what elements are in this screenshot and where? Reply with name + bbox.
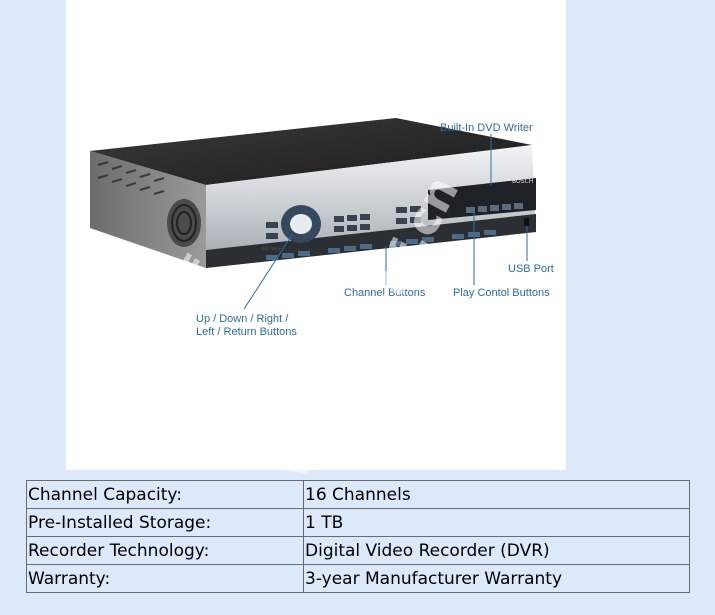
table-row: Warranty: 3-year Manufacturer Warranty	[26, 564, 690, 593]
dvr-top	[90, 118, 532, 185]
callout-usb-port: USB Port	[508, 263, 554, 275]
spec-value: 1 TB	[303, 508, 690, 537]
table-row: Pre-Installed Storage: 1 TB	[26, 508, 690, 537]
spec-label: Warranty:	[26, 564, 304, 593]
fan-grille	[167, 199, 201, 247]
brand-label: BOSCH	[512, 178, 533, 185]
menu-buttons	[266, 206, 421, 239]
specs-table: Channel Capacity: 16 Channels Pre-Instal…	[26, 480, 690, 593]
spec-label: Pre-Installed Storage:	[26, 508, 304, 537]
callout-lines	[243, 134, 528, 310]
callout-nav-line2: Left / Return Buttons	[196, 326, 297, 338]
callout-nav-buttons: Up / Down / Right / Left / Return Button…	[196, 313, 297, 339]
spec-value: Digital Video Recorder (DVR)	[303, 536, 690, 565]
table-row: Recorder Technology: Digital Video Recor…	[26, 536, 690, 565]
callout-channel-buttons: Channel Buttons	[344, 287, 426, 299]
callout-nav-line1: Up / Down / Right /	[196, 313, 289, 325]
table-row: Channel Capacity: 16 Channels	[26, 480, 690, 509]
callout-dvd-writer: Built-In DVD Writer	[440, 122, 533, 134]
series-label: 600 Series	[262, 246, 283, 251]
usb-port	[524, 218, 529, 226]
product-photo: BOSCH 600 Series	[66, 0, 566, 470]
spec-value: 16 Channels	[303, 480, 690, 509]
spec-value: 3-year Manufacturer Warranty	[303, 564, 690, 593]
spec-label: Recorder Technology:	[26, 536, 304, 565]
vent-slots	[97, 161, 165, 195]
play-buttons	[466, 203, 523, 213]
nav-ring	[281, 205, 321, 243]
callout-play-buttons: Play Contol Buttons	[453, 287, 550, 299]
spec-label: Channel Capacity:	[26, 480, 304, 509]
dvr-illustration: BOSCH 600 Series	[90, 118, 536, 310]
